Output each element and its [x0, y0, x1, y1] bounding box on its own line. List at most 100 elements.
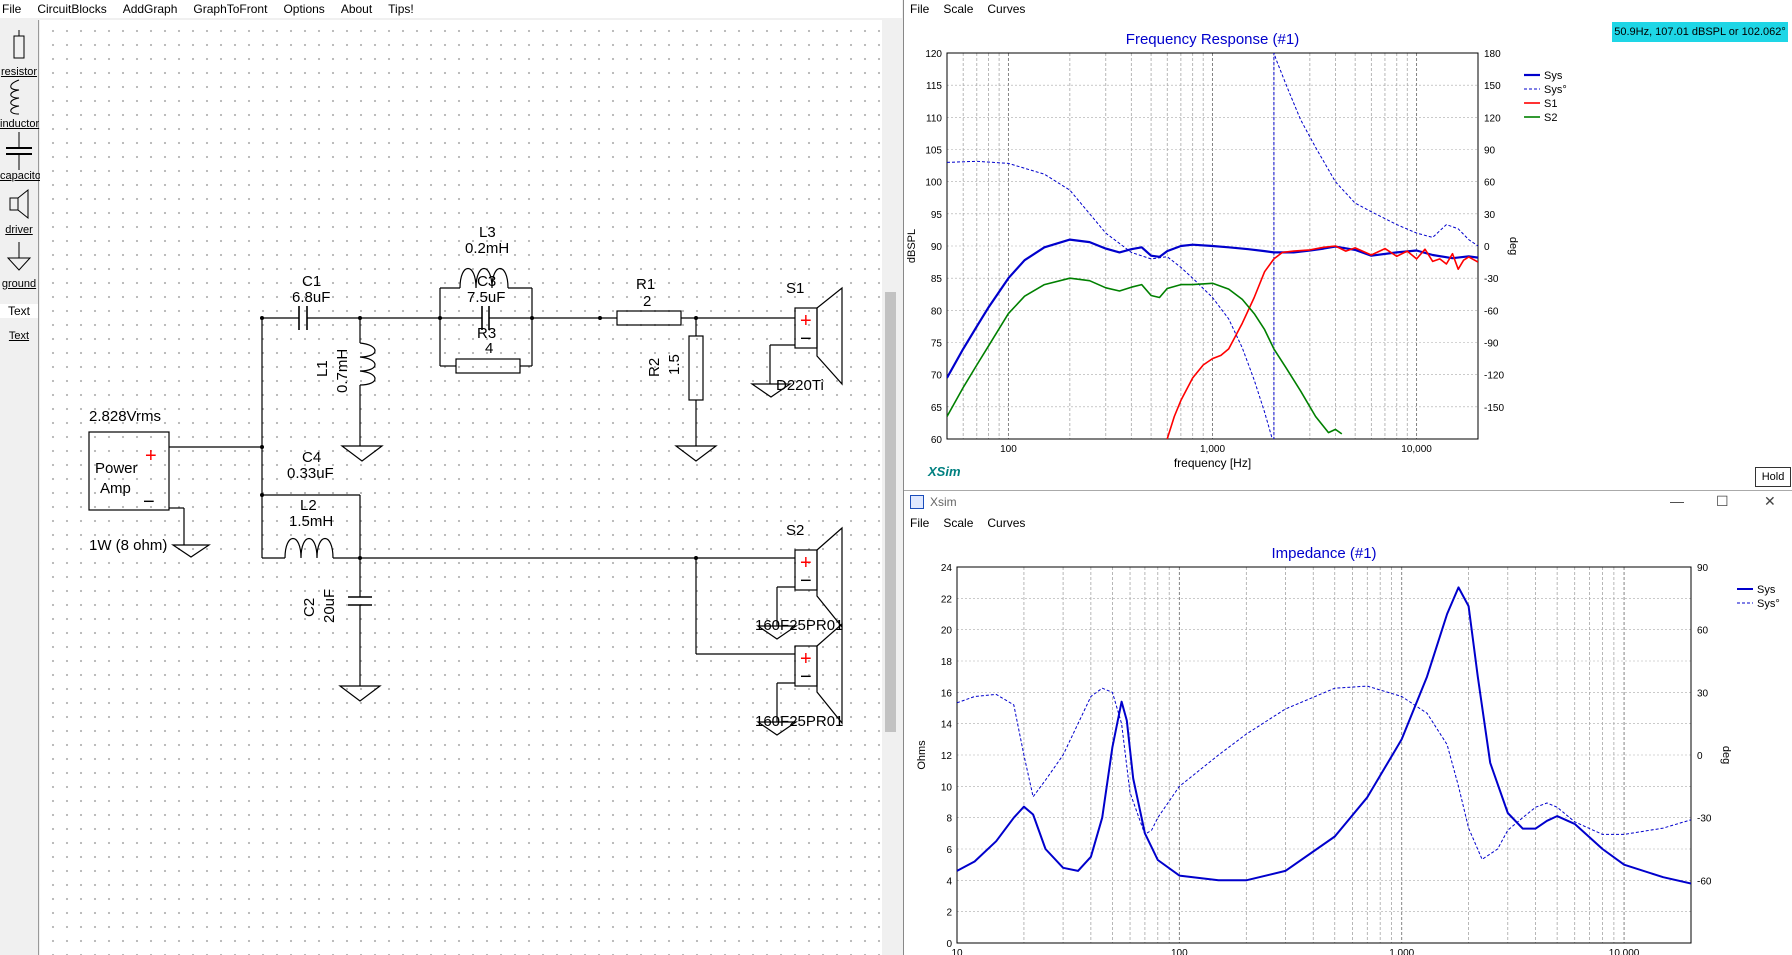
svg-text:−: −: [800, 570, 812, 592]
frequency-response-chart[interactable]: 6065707580859095100105110115120-150-120-…: [904, 0, 1792, 490]
ytick-label: 90: [931, 242, 943, 253]
minimize-icon[interactable]: —: [1670, 493, 1684, 509]
graph1-menu-scale[interactable]: Scale: [943, 2, 974, 16]
xtick-label: 10: [951, 948, 963, 955]
chart-title: Impedance (#1): [1271, 545, 1376, 562]
ytick-label: 2: [946, 908, 952, 919]
menu-file[interactable]: File: [2, 2, 22, 16]
inductor-icon[interactable]: [0, 78, 38, 118]
menu-circuitblocks[interactable]: CircuitBlocks: [37, 2, 107, 16]
graph1-menu-curves[interactable]: Curves: [987, 2, 1026, 16]
palette-ground[interactable]: ground: [1, 278, 37, 290]
schematic-scrollbar[interactable]: [882, 20, 899, 955]
chart-title: Frequency Response (#1): [1126, 31, 1299, 48]
c3-value: 7.5uF: [467, 289, 505, 306]
s1-name: S1: [786, 280, 804, 297]
svg-text:−: −: [800, 666, 812, 688]
maximize-icon[interactable]: ☐: [1716, 493, 1729, 509]
legend-label: S1: [1544, 98, 1557, 110]
y2tick-label: 30: [1697, 688, 1709, 699]
menu-graphtofront[interactable]: GraphToFront: [193, 2, 268, 16]
plot-frame: [956, 566, 1692, 944]
c3-name: C3: [477, 273, 496, 290]
legend-label: Sys: [1544, 70, 1563, 82]
ytick-label: 14: [941, 720, 953, 731]
xsim-logo: XSim: [927, 464, 961, 479]
y2tick-label: 90: [1484, 146, 1496, 157]
series-line-s1: [1166, 245, 1478, 439]
y-axis-label: Ohms: [916, 740, 928, 770]
amp-ground-symbol: [171, 544, 211, 558]
schematic-canvas[interactable]: + − +− +− +− 2.828Vrms Power Amp 1W (8 o…: [40, 20, 882, 955]
graph1-menu-file[interactable]: File: [910, 2, 930, 16]
palette-driver[interactable]: driver: [5, 224, 33, 236]
capacitor-icon[interactable]: [0, 132, 38, 172]
ytick-label: 10: [941, 782, 953, 793]
y2-axis-label: deg: [1720, 746, 1732, 764]
amp-name-label-1: Power: [95, 460, 138, 477]
xtick-label: 10,000: [1609, 948, 1640, 955]
l2-value: 1.5mH: [289, 513, 333, 530]
x-axis-label: frequency [Hz]: [1174, 456, 1251, 470]
graph2-menu-curves[interactable]: Curves: [987, 516, 1026, 530]
ytick-label: 0: [946, 939, 952, 950]
palette-text[interactable]: Text: [8, 330, 30, 342]
ytick-label: 75: [931, 339, 943, 350]
ground-icon[interactable]: [0, 238, 38, 278]
y2tick-label: -120: [1484, 371, 1504, 382]
svg-text:+: +: [800, 648, 812, 670]
close-icon[interactable]: ✕: [1764, 493, 1776, 509]
series-line-sys: [957, 586, 1691, 885]
l1-value: 0.7mH: [334, 349, 351, 393]
menu-tips[interactable]: Tips!: [388, 2, 414, 16]
resistor-icon[interactable]: [0, 28, 38, 62]
palette-inductor[interactable]: inductor: [0, 118, 40, 130]
circuit-diagram: + − +− +− +− 2.828Vrms Power Amp 1W (8 o…: [88, 224, 843, 736]
l2-name: L2: [300, 497, 317, 514]
s2-model-a: 160F25PR01: [755, 617, 843, 634]
hold-button[interactable]: Hold: [1755, 467, 1791, 487]
c2-value: 20uF: [321, 589, 338, 623]
impedance-titlebar[interactable]: Xsim — ☐ ✕: [904, 490, 1792, 513]
graph2-menu-file[interactable]: File: [910, 516, 930, 530]
c4-name: C4: [302, 449, 321, 466]
ytick-label: 110: [926, 113, 942, 124]
ytick-label: 60: [931, 435, 943, 446]
y2tick-label: 90: [1697, 563, 1709, 574]
ytick-label: 105: [925, 146, 942, 157]
legend-label: Sys°: [1757, 598, 1780, 610]
app-icon: [910, 495, 924, 509]
r2-value: 1.5: [666, 354, 683, 375]
ytick-label: 80: [931, 306, 943, 317]
y2tick-label: 60: [1697, 626, 1709, 637]
ytick-label: 115: [926, 81, 942, 92]
graph1-menubar: File Scale Curves: [910, 2, 1039, 16]
legend-label: S2: [1544, 112, 1557, 124]
menu-addgraph[interactable]: AddGraph: [122, 2, 178, 16]
y2tick-label: -30: [1484, 274, 1499, 285]
ytick-label: 100: [925, 178, 942, 189]
r1-value: 2: [643, 293, 651, 310]
schematic-menubar: File CircuitBlocks AddGraph GraphToFront…: [0, 0, 902, 18]
svg-text:+: +: [800, 552, 812, 574]
graph2-menu-scale[interactable]: Scale: [943, 516, 974, 530]
menu-options[interactable]: Options: [283, 2, 325, 16]
palette-capacitor[interactable]: capacitor: [0, 170, 45, 182]
menu-about[interactable]: About: [340, 2, 373, 16]
amp-voltage-label: 2.828Vrms: [89, 408, 161, 425]
text-tool-icon[interactable]: Text: [0, 304, 38, 318]
amp-power-label: 1W (8 ohm): [89, 537, 167, 554]
amp-minus-sign: −: [143, 491, 155, 513]
scrollbar-thumb[interactable]: [885, 292, 896, 732]
palette-resistor[interactable]: resistor: [0, 66, 38, 78]
power-amp-block: [88, 431, 170, 511]
ytick-label: 18: [941, 657, 953, 668]
c4-value: 0.33uF: [287, 465, 334, 482]
amp-name-label-2: Amp: [100, 480, 131, 497]
l1-name: L1: [314, 360, 331, 377]
svg-text:−: −: [800, 328, 812, 350]
legend-label: Sys: [1757, 584, 1776, 596]
driver-icon[interactable]: [0, 184, 38, 224]
